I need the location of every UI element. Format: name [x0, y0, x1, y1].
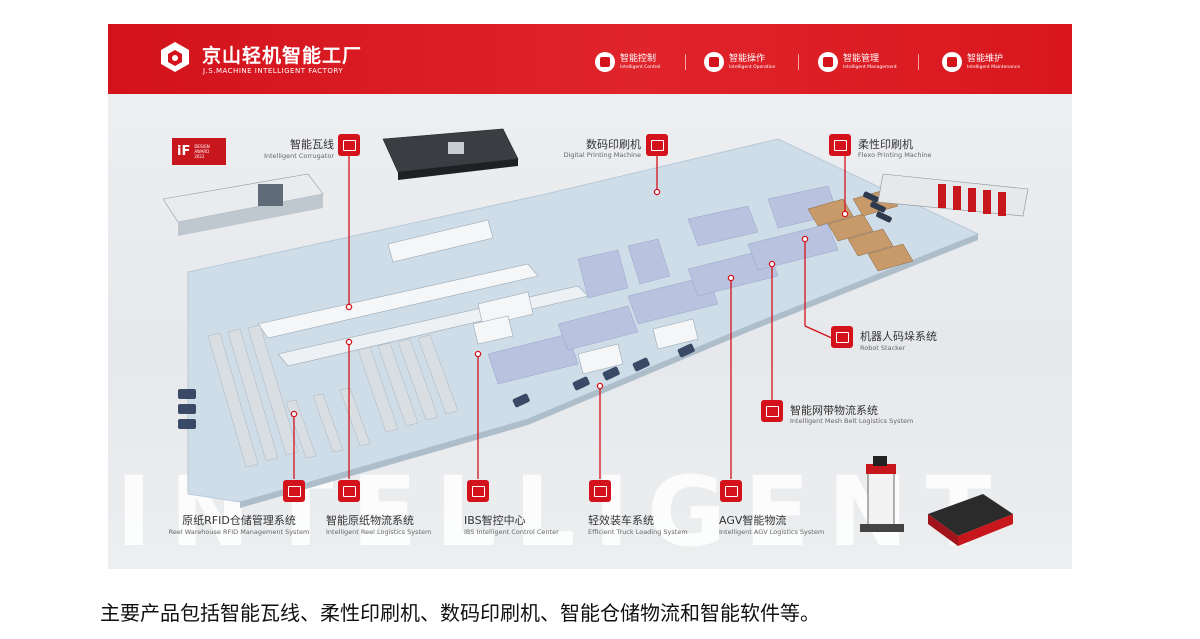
operator-icon: [704, 52, 724, 72]
label-mesh-belt-en: Intelligent Mesh Belt Logistics System: [790, 417, 914, 425]
maintenance-gear-icon: [942, 52, 962, 72]
nav-sublabel: Intelligent Operation: [729, 64, 776, 70]
logo-icon: [161, 42, 189, 72]
label-agv: AGV智能物流: [719, 514, 787, 527]
label-digital-printing-en: Digital Printing Machine: [563, 151, 641, 159]
machine-block: [477, 291, 534, 327]
reel-logistics-icon: [338, 480, 360, 502]
flexo-printer-image: [877, 173, 1029, 217]
nav-label: 智能管理: [843, 53, 880, 64]
header-banner: 京山轻机智能工厂 J.S.MACHINE INTELLIGENT FACTORY…: [108, 24, 1072, 94]
award-logo-text: iF: [177, 144, 191, 159]
nav-sublabel: Intelligent Maintenance: [967, 64, 1021, 70]
agv-forklift-image: [860, 456, 904, 532]
digital-printer-icon: [646, 134, 668, 156]
label-reel-logistics-en: Intelligent Reel Logistics System: [326, 528, 432, 536]
robot-stacker-icon: [831, 326, 853, 348]
label-rfid-warehouse-en: Reel Warehouse RFID Management System: [168, 528, 310, 536]
pallet-grids: [487, 185, 839, 385]
label-corrugator: 智能瓦线: [290, 138, 334, 151]
label-flexo-printing-en: Flexo Printing Machine: [858, 151, 932, 159]
nav-divider: [685, 54, 686, 70]
trucks: [178, 343, 695, 429]
nav-divider: [798, 54, 799, 70]
small-trucks: [863, 191, 892, 223]
nav-label: 智能操作: [729, 53, 766, 64]
award-line-2: AWARD: [194, 149, 210, 154]
mesh-belt-icon: [761, 400, 783, 422]
if-design-award-badge: iF DESIGN AWARD 2022: [172, 138, 226, 165]
label-agv-en: Intelligent AGV Logistics System: [719, 528, 825, 536]
label-digital-printing: 数码印刷机: [586, 138, 641, 151]
nav-sublabel: Intelligent Management: [843, 64, 897, 70]
nav-divider: [918, 54, 919, 70]
loading-building-2: [652, 318, 699, 350]
control-gear-icon: [595, 52, 615, 72]
ibs-control-icon: [467, 480, 489, 502]
management-icon: [818, 52, 838, 72]
storage-racks: [207, 324, 459, 468]
ibs-building: [472, 315, 514, 345]
logo-subtitle: J.S.MACHINE INTELLIGENT FACTORY: [203, 67, 344, 75]
truck-loading-icon: [589, 480, 611, 502]
nav-label: 智能控制: [620, 53, 657, 64]
label-ibs: IBS智控中心: [464, 514, 526, 527]
nav-sublabel: Intelligent Control: [620, 64, 661, 70]
label-reel-logistics: 智能原纸物流系统: [326, 514, 414, 527]
agv-logistics-icon: [720, 480, 742, 502]
corrugator-machine-image: [162, 173, 324, 236]
rfid-warehouse-icon: [283, 480, 305, 502]
award-line-3: 2022: [194, 154, 205, 159]
label-robot-stacker: 机器人码垛系统: [860, 330, 937, 343]
award-line-1: DESIGN: [194, 144, 210, 149]
label-robot-stacker-en: Robot Stacker: [860, 344, 906, 352]
caption-text: 主要产品包括智能瓦线、柔性印刷机、数码印刷机、智能仓储物流和智能软件等。: [100, 601, 820, 625]
label-truck-loading-en: Efficient Truck Loading System: [588, 528, 688, 536]
loading-building: [577, 343, 624, 375]
factory-diagram: 京山轻机智能工厂 J.S.MACHINE INTELLIGENT FACTORY…: [108, 24, 1072, 569]
label-ibs-en: IBS Intelligent Control Center: [464, 528, 559, 536]
label-flexo-printing: 柔性印刷机: [858, 138, 913, 151]
label-mesh-belt: 智能网带物流系统: [790, 404, 878, 417]
agv-robot-image: [928, 494, 1013, 546]
factory-floor-illustration: [162, 128, 1029, 546]
nav-label: 智能维护: [967, 53, 1004, 64]
flexo-printer-icon: [829, 134, 851, 156]
corrugator-icon: [338, 134, 360, 156]
corrugator-line: [257, 263, 539, 339]
digital-printer-image: [382, 128, 519, 180]
warehouse-block: [387, 219, 494, 263]
leader-dots: [290, 188, 849, 418]
label-rfid-warehouse: 原纸RFID仓储管理系统: [182, 514, 296, 527]
logo-title: 京山轻机智能工厂: [202, 45, 363, 67]
leader-lines: [293, 156, 846, 479]
label-corrugator-en: Intelligent Corrugator: [263, 152, 334, 160]
label-truck-loading: 轻效装车系统: [588, 514, 654, 527]
